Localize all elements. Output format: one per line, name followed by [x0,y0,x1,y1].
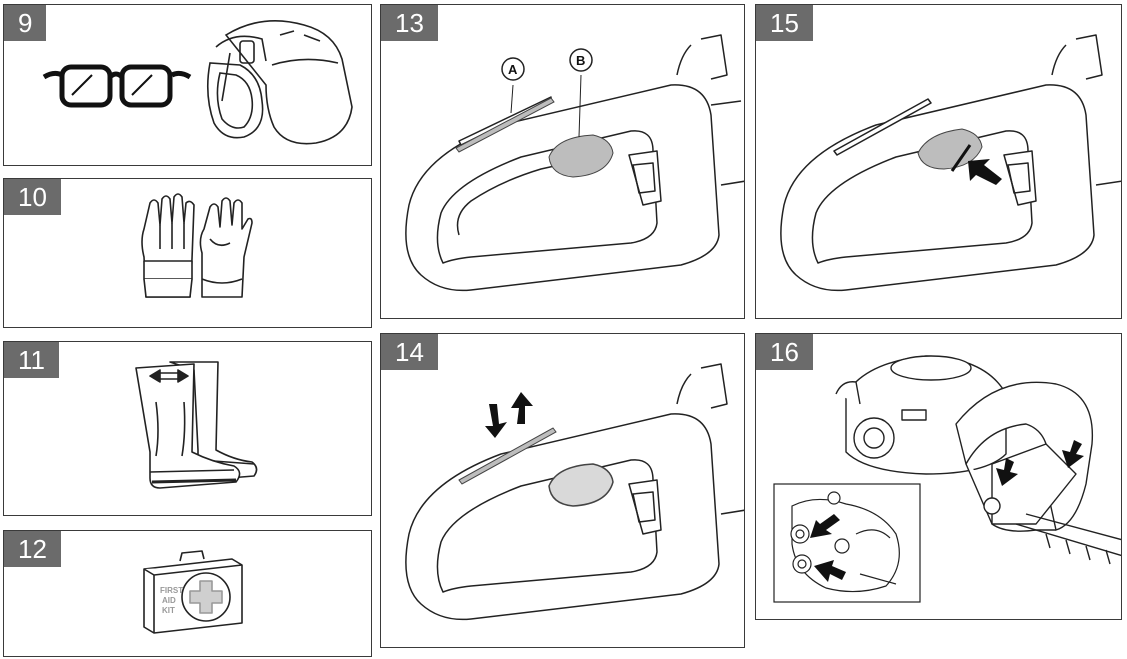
strip-part [458,427,557,485]
arrow-down-icon [996,458,1018,486]
panel-16: 16 [755,333,1122,620]
callout-a-label: A [508,62,518,77]
arrow-down-icon [485,404,507,438]
panel-number: 14 [381,334,438,370]
panel-13: 13 A B [380,4,745,319]
boots-icon [135,361,258,489]
arrow-up-icon [511,392,533,424]
panel-9: 9 [3,4,372,166]
arrow-icon [814,560,846,582]
arrow-down-icon [1062,440,1084,468]
panel-11: 11 [3,341,372,516]
panel-15: 15 [755,4,1122,319]
kit-label-first: FIRST [160,586,183,595]
kit-label-kit: KIT [162,606,175,615]
callout-a-circle [501,57,525,81]
patch-part [917,128,983,170]
hedge-trimmer-engine-illustration [835,355,1121,565]
ear-protection-visor-icon [206,20,353,145]
hedge-trimmer-body-illustration [405,363,744,621]
panel-number: 10 [4,179,61,215]
kit-label-aid: AID [162,596,176,605]
panel-number: 11 [4,342,59,378]
arrow-icon [968,159,1002,185]
panel-number: 15 [756,5,813,41]
first-aid-kit-icon [143,550,243,634]
panel-number: 13 [381,5,438,41]
panel-number: 9 [4,5,47,41]
cut-line [950,144,972,172]
callout-b-label: B [576,53,585,68]
panel-number: 16 [756,334,813,370]
gloves-icon [141,193,253,298]
safety-glasses-icon [42,64,192,108]
callout-b-circle [569,48,593,72]
panel-number: 12 [4,531,61,567]
panel-14: 14 [380,333,745,648]
panel-12: 12 FIRST AID KIT [3,530,372,657]
arrow-icon [810,514,840,538]
part-b-patch [548,134,614,178]
part-a-strip [455,97,555,153]
hedge-trimmer-body-illustration [780,34,1121,292]
panel-10: 10 [3,178,372,328]
